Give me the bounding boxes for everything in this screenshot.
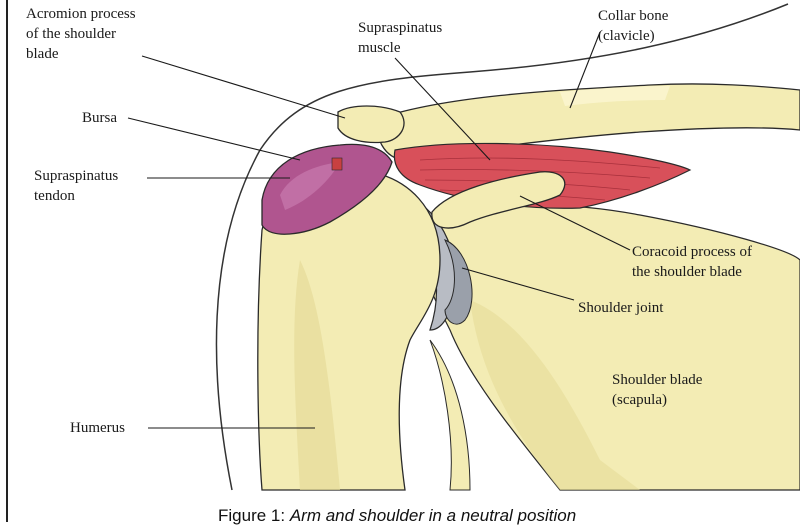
figure-caption: Figure 1: Arm and shoulder in a neutral … <box>218 506 576 526</box>
label-collar-bone-line2: (clavicle) <box>598 26 668 46</box>
label-supraspinatus-muscle-line2: muscle <box>358 38 442 58</box>
label-acromion-line1: Acromion process <box>26 4 136 24</box>
label-bursa: Bursa <box>82 108 117 128</box>
label-supraspinatus-tendon: Supraspinatus tendon <box>34 166 118 206</box>
label-humerus: Humerus <box>70 418 125 438</box>
label-shoulder-blade-line1: Shoulder blade <box>612 370 702 390</box>
acromion <box>338 106 404 142</box>
caption-text: Arm and shoulder in a neutral position <box>290 506 576 525</box>
label-coracoid-process: Coracoid process of the shoulder blade <box>632 242 752 282</box>
leader-acromion <box>142 56 345 118</box>
label-acromion-line3: blade <box>26 44 136 64</box>
label-supraspinatus-muscle: Supraspinatus muscle <box>358 18 442 58</box>
label-collar-bone-line1: Collar bone <box>598 6 668 26</box>
tendon-marker <box>332 158 342 170</box>
label-coracoid-line1: Coracoid process of <box>632 242 752 262</box>
label-collar-bone: Collar bone (clavicle) <box>598 6 668 46</box>
label-acromion-line2: of the shoulder <box>26 24 136 44</box>
leader-bursa <box>128 118 300 160</box>
label-shoulder-joint: Shoulder joint <box>578 298 663 318</box>
label-coracoid-line2: the shoulder blade <box>632 262 752 282</box>
caption-prefix: Figure 1: <box>218 506 290 525</box>
label-shoulder-blade: Shoulder blade (scapula) <box>612 370 702 410</box>
label-acromion: Acromion process of the shoulder blade <box>26 4 136 64</box>
label-shoulder-blade-line2: (scapula) <box>612 390 702 410</box>
label-supraspinatus-muscle-line1: Supraspinatus <box>358 18 442 38</box>
label-supraspinatus-tendon-line1: Supraspinatus <box>34 166 118 186</box>
label-supraspinatus-tendon-line2: tendon <box>34 186 118 206</box>
humerus-lower-shaft <box>430 340 470 490</box>
